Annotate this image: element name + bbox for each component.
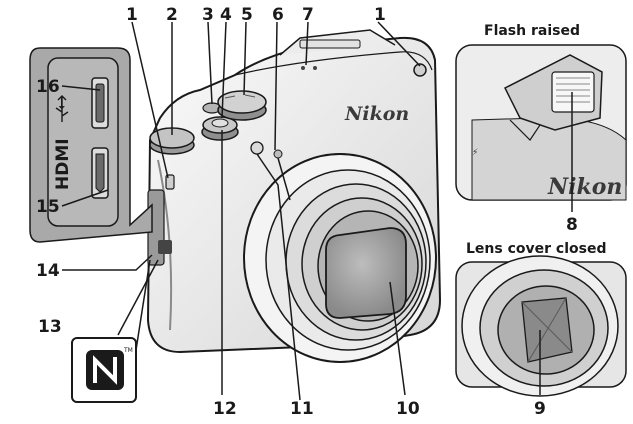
- callout-1-strap-eyelet: 1: [126, 5, 138, 25]
- callout-4: 4: [220, 5, 232, 25]
- flash-raised-inset: Nikon ⚡: [455, 44, 627, 201]
- trademark-symbol: TM: [123, 347, 133, 354]
- mode-dial: [217, 90, 267, 121]
- callout-12: 12: [213, 399, 237, 419]
- nfc-n-mark-icon: [93, 355, 117, 385]
- callout-13: 13: [38, 317, 62, 337]
- shutter-release-button: [201, 116, 239, 141]
- callout-9: 9: [534, 399, 546, 419]
- lens-cover-inset: [455, 255, 627, 397]
- callout-5: 5: [241, 5, 253, 25]
- callout-10: 10: [396, 399, 420, 419]
- hdmi-port: [91, 147, 109, 199]
- flash-icon: ⚡: [472, 148, 478, 158]
- callout-15: 15: [36, 197, 60, 217]
- callout-2: 2: [166, 5, 178, 25]
- callout-3: 3: [202, 5, 214, 25]
- strap-eyelet-left: [165, 174, 175, 190]
- callout-7: 7: [302, 5, 314, 25]
- af-assist-illuminator: [250, 141, 264, 155]
- lens-glass: [325, 227, 407, 319]
- microphone-right: [313, 66, 317, 70]
- lens-assembly: [243, 153, 437, 363]
- microphone-left: [301, 66, 305, 70]
- built-in-flash: [299, 39, 361, 49]
- callout-11: 11: [290, 399, 314, 419]
- callout-6: 6: [272, 5, 284, 25]
- callout-1-right: 1: [374, 5, 386, 25]
- camera-brand-logo: Nikon: [344, 103, 409, 125]
- callout-16: 16: [36, 77, 60, 97]
- inset-brand-logo: Nikon: [547, 174, 622, 200]
- port-inset: ⭠ HDMI: [29, 47, 153, 243]
- usb-symbol-icon: [55, 95, 69, 122]
- callout-8: 8: [566, 215, 578, 235]
- hdmi-label: HDMI: [53, 138, 73, 190]
- caption-lens-cover-closed: Lens cover closed: [466, 241, 606, 257]
- caption-flash-raised: Flash raised: [484, 23, 580, 39]
- leader-lines: [61, 21, 573, 401]
- nfc-mark-box: TM: [71, 337, 137, 403]
- nfc-antenna: [158, 240, 172, 254]
- function-button: [273, 149, 283, 159]
- usb-port: [91, 77, 109, 129]
- strap-eyelet-right: [413, 63, 427, 77]
- callout-14: 14: [36, 261, 60, 281]
- usb-icon: ⭠: [51, 97, 70, 110]
